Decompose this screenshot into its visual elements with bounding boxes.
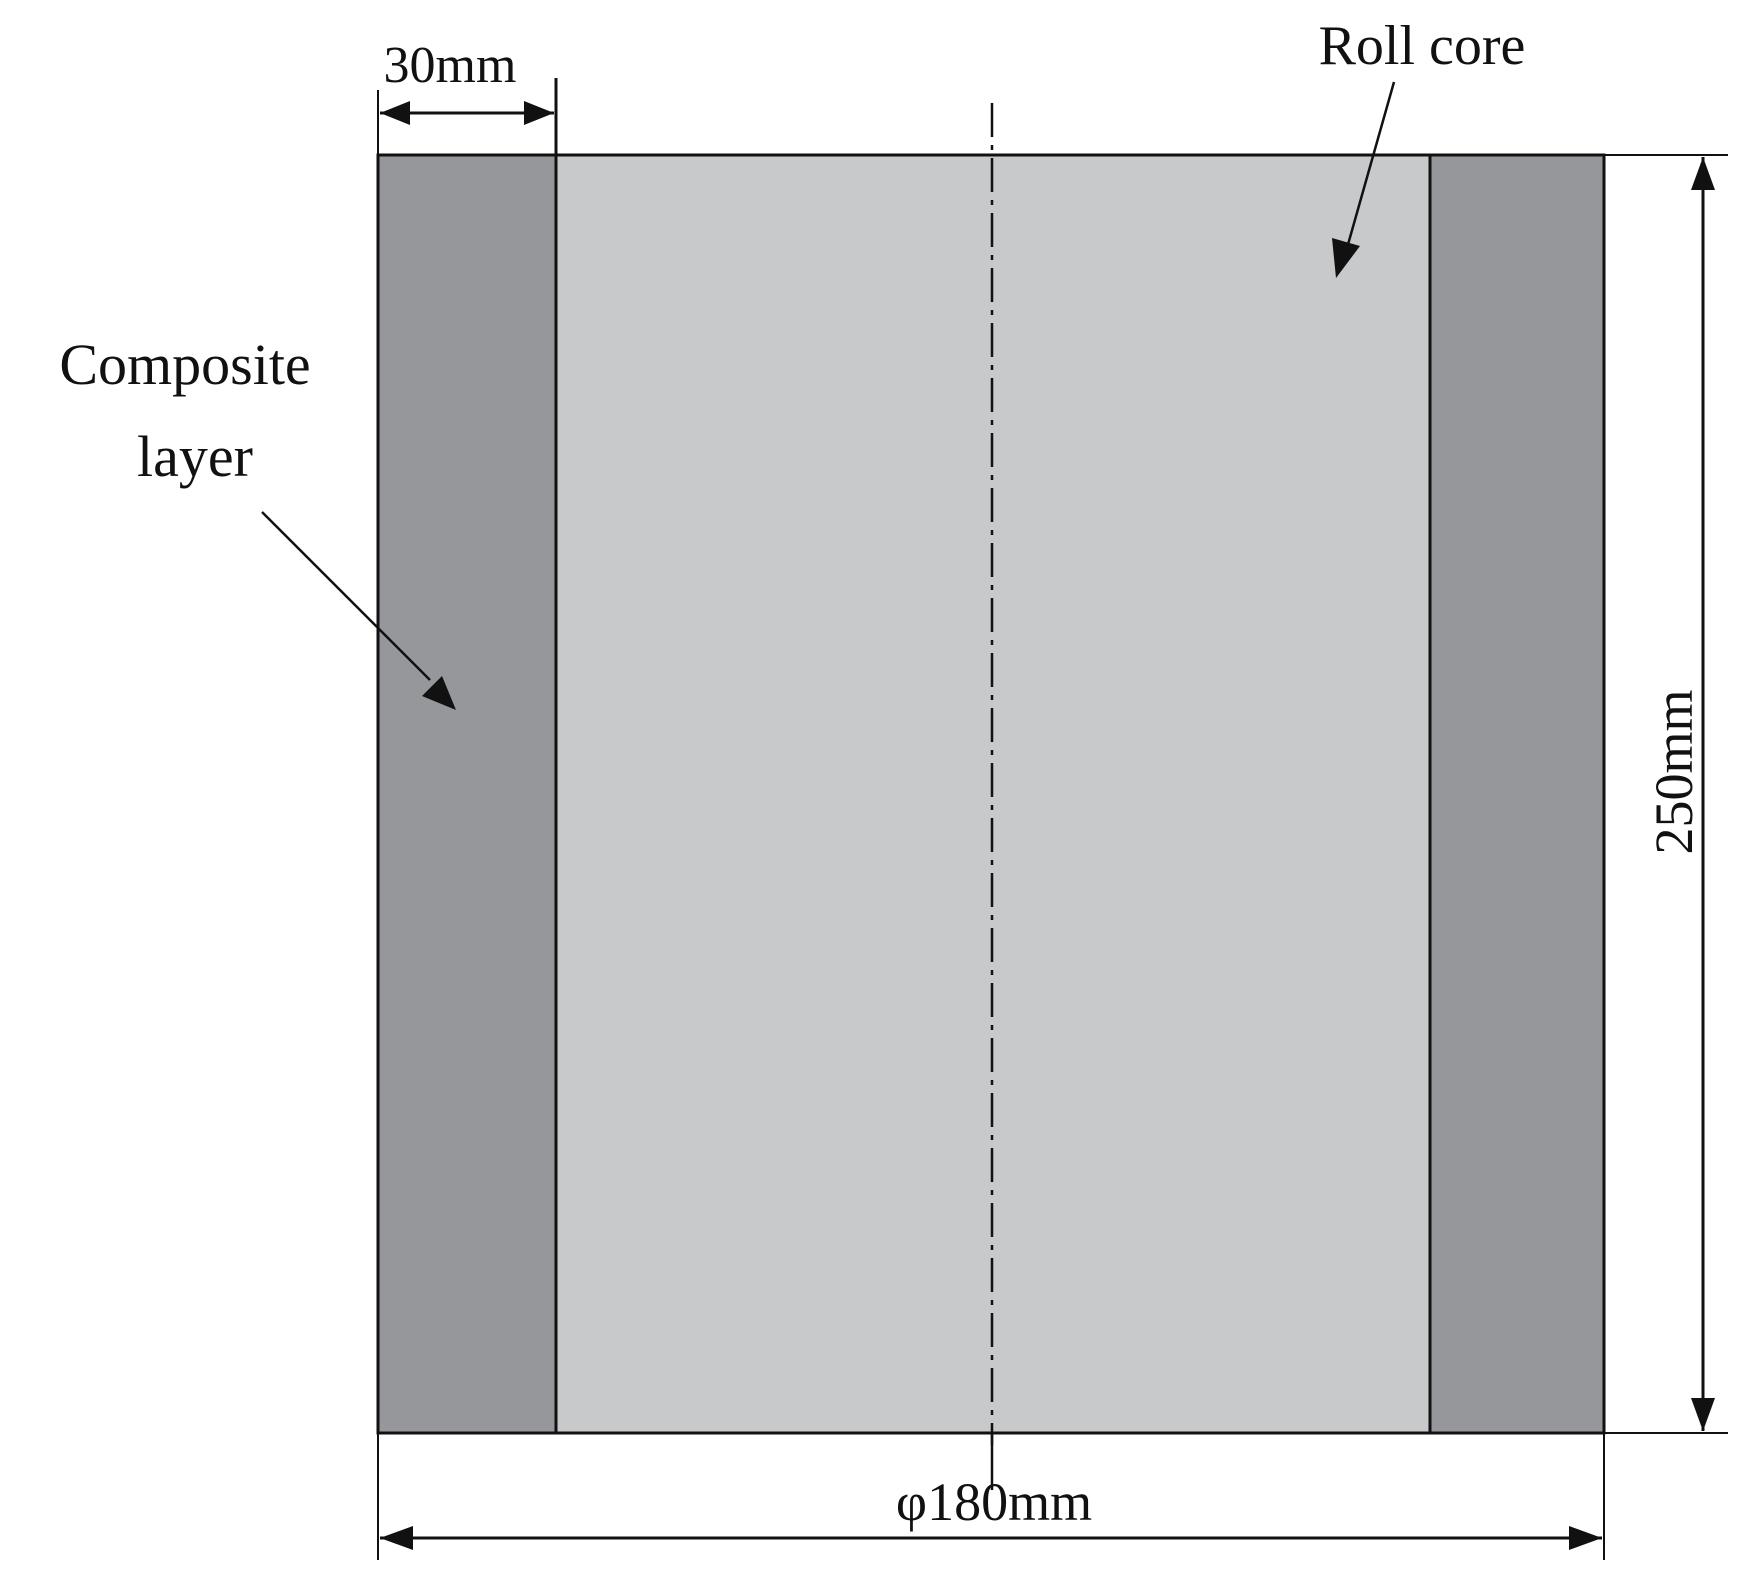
height-arrow-up-icon bbox=[1691, 157, 1715, 190]
height-arrow-down-icon bbox=[1691, 1398, 1715, 1431]
thickness-label: 30mm bbox=[384, 37, 517, 94]
roll-core-leader-line bbox=[1345, 81, 1396, 249]
composite-label-line2: layer bbox=[137, 424, 253, 489]
diameter-arrow-left-icon bbox=[380, 1526, 413, 1550]
composite-layer-left bbox=[378, 155, 556, 1433]
composite-layer-right bbox=[1430, 155, 1604, 1433]
thickness-dimension bbox=[380, 101, 554, 125]
roll-core-label: Roll core bbox=[1319, 15, 1526, 77]
thickness-arrow-right-icon bbox=[524, 101, 554, 125]
diameter-label: φ180mm bbox=[896, 1472, 1092, 1532]
height-label: 250mm bbox=[1644, 689, 1704, 854]
composite-arrow-icon bbox=[422, 676, 456, 710]
roll-core-arrow-icon bbox=[1332, 238, 1360, 278]
diameter-arrow-right-icon bbox=[1569, 1526, 1602, 1550]
diameter-dimension bbox=[380, 1526, 1602, 1550]
height-dimension bbox=[1691, 157, 1715, 1431]
composite-label-line1: Composite bbox=[59, 332, 310, 397]
thickness-arrow-left-icon bbox=[380, 101, 410, 125]
composite-leader-line bbox=[261, 511, 431, 681]
